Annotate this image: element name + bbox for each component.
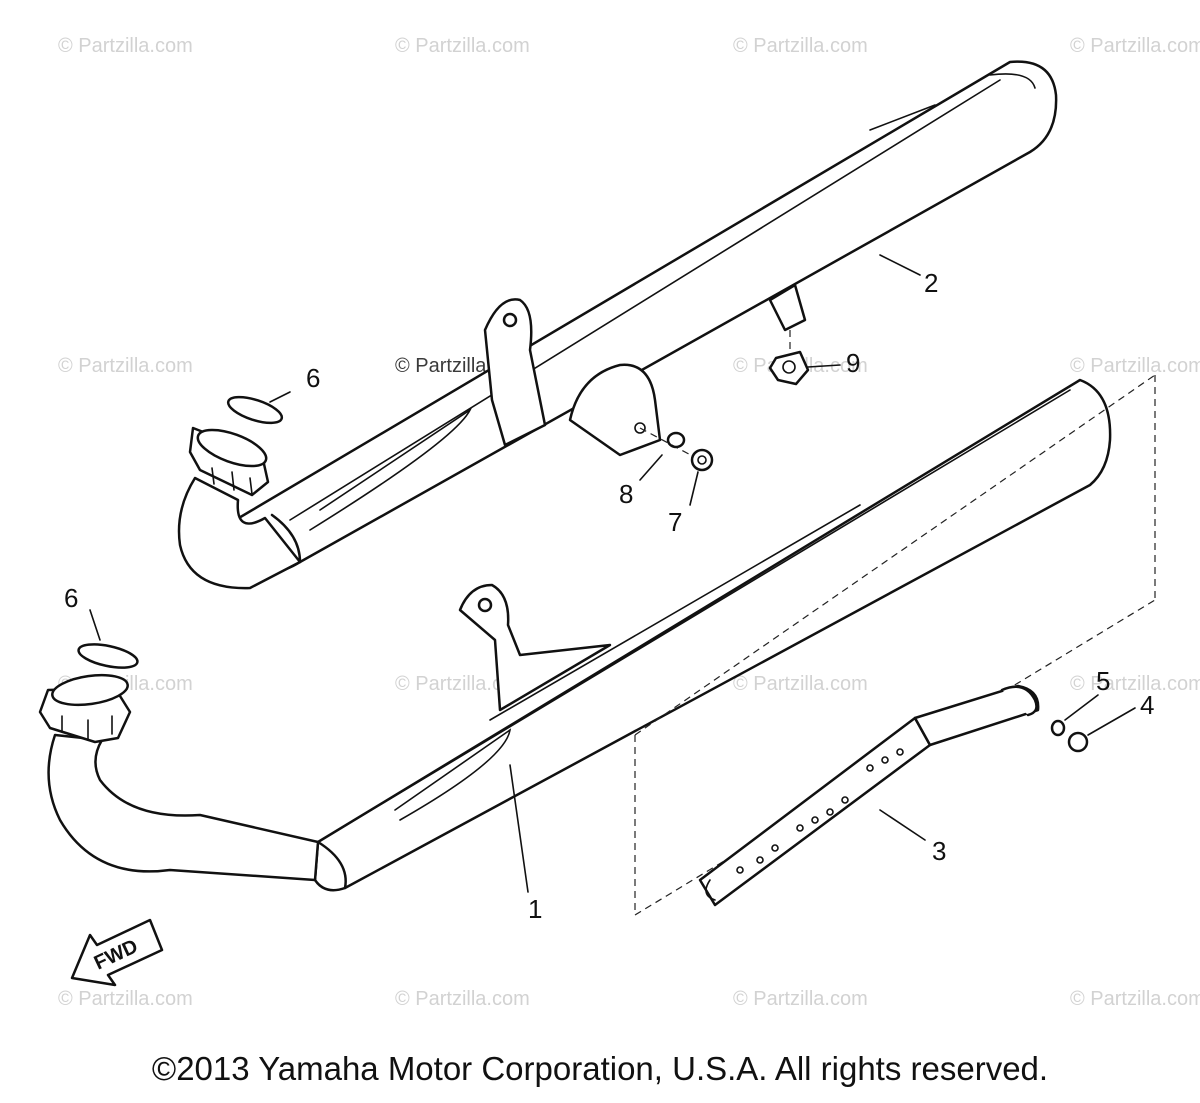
watermark: © Partzilla.com	[1070, 35, 1200, 57]
washer-8	[666, 431, 686, 449]
exhaust-nut-upper	[188, 426, 270, 497]
watermark: © Partzilla.com	[1070, 988, 1200, 1010]
callout-number: 1	[528, 894, 542, 924]
exhaust-nut-lower	[38, 673, 132, 744]
baffle-assembly	[634, 374, 1156, 916]
callout-number: 2	[924, 268, 938, 298]
callout-number: 8	[619, 479, 633, 509]
nut-7	[690, 448, 714, 472]
watermark: © Partzilla.com	[58, 355, 193, 377]
upper-muffler	[177, 60, 1058, 590]
watermark: © Partzilla.com	[58, 988, 193, 1010]
watermark: © Partzilla.com	[1070, 355, 1200, 377]
callout-number: 4	[1140, 690, 1154, 720]
leader-lines	[89, 254, 1136, 893]
callouts: 2 9 6 8 7 6 1 5 4 3	[64, 268, 1154, 924]
washer-5	[1050, 719, 1066, 737]
callout-number: 6	[306, 363, 320, 393]
callout-number: 5	[1096, 666, 1110, 696]
callout-number: 7	[668, 507, 682, 537]
gasket-lower	[77, 643, 139, 669]
gasket-upper	[226, 395, 284, 425]
watermark: © Partzilla.com	[733, 673, 868, 695]
callout-number: 9	[846, 348, 860, 378]
watermark: © Partzilla.com	[395, 35, 530, 57]
watermark: © Partzilla.com	[1070, 673, 1200, 695]
exhaust-parts-diagram: © Partzilla.com © Partzilla.com © Partzi…	[38, 35, 1200, 1010]
watermark: © Partzilla.com	[733, 988, 868, 1010]
copyright-notice: ©2013 Yamaha Motor Corporation, U.S.A. A…	[151, 1050, 1049, 1087]
forward-direction-arrow: FWD	[70, 918, 164, 987]
callout-number: 3	[932, 836, 946, 866]
watermark: © Partzilla.com	[395, 988, 530, 1010]
watermark: © Partzilla.com	[58, 35, 193, 57]
lower-muffler	[38, 378, 1112, 892]
watermark: © Partzilla.com	[395, 673, 530, 695]
screw-4	[1067, 731, 1089, 753]
callout-number: 6	[64, 583, 78, 613]
watermark: © Partzilla.com	[733, 35, 868, 57]
nut-9	[768, 350, 810, 386]
